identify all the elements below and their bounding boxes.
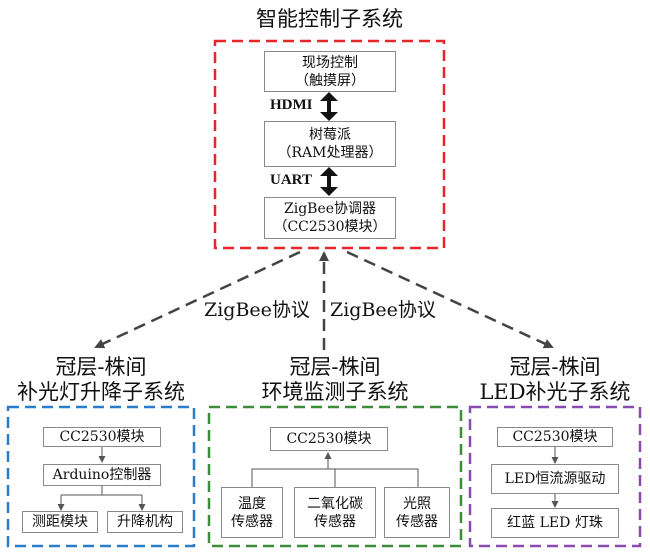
mid-frame [207, 405, 463, 548]
lift-mechanism-box: 升降机构 [107, 511, 183, 533]
protocol-label-left: ZigBee协议 [204, 299, 310, 321]
main-title: 智能控制子系统 [256, 7, 403, 31]
led-driver-box: LED恒流源驱动 [491, 464, 619, 494]
main-frame [213, 39, 446, 250]
co2-sensor-box: 二氧化碳 传感器 [294, 487, 376, 538]
uart-label: UART [270, 172, 312, 188]
left-title-line1: 冠层-株间 [55, 355, 147, 379]
hdmi-label: HDMI [270, 97, 313, 113]
ranging-module-box: 测距模块 [22, 511, 98, 533]
raspberry-pi-label: 树莓派 [309, 127, 351, 143]
temperature-sensor-box: 温度 传感器 [221, 487, 283, 538]
mid-branch [251, 468, 419, 487]
light-sensor-box: 光照 传感器 [384, 487, 450, 538]
right-cc2530-label: CC2530模块 [512, 429, 598, 445]
left-title-line2: 补光灯升降子系统 [17, 380, 185, 404]
light-sensor-label: 光照 [403, 495, 431, 512]
temperature-sensor-sub: 传感器 [231, 513, 273, 530]
coordinator-label: ZigBee协调器 [283, 201, 377, 217]
right-title-line2: LED补光子系统 [479, 380, 631, 404]
temperature-sensor-label: 温度 [238, 495, 266, 512]
coordinator-box: ZigBee协调器 （CC2530模块） [264, 197, 396, 239]
led-beads-label: 红蓝 LED 灯珠 [507, 515, 603, 531]
touchscreen-sub: （触摸屏） [295, 72, 365, 89]
coordinator-sub: （CC2530模块） [273, 219, 387, 235]
mid-title-line2: 环境监测子系统 [261, 380, 409, 404]
left-branch [61, 485, 142, 496]
right-frame [468, 405, 642, 548]
mid-cc2530-label: CC2530模块 [286, 431, 372, 447]
left-cc2530-box: CC2530模块 [43, 427, 161, 447]
light-sensor-sub: 传感器 [396, 513, 438, 530]
ranging-module-label: 测距模块 [32, 514, 88, 530]
right-title-line1: 冠层-株间 [509, 355, 601, 379]
co2-sensor-label: 二氧化碳 [307, 495, 363, 512]
mid-title-line1: 冠层-株间 [289, 355, 381, 379]
touchscreen-label: 现场控制 [302, 54, 358, 71]
protocol-label-right: ZigBee协议 [330, 299, 436, 321]
left-cc2530-label: CC2530模块 [59, 429, 145, 445]
left-frame [6, 405, 196, 548]
arduino-box: Arduino控制器 [43, 464, 161, 486]
right-cc2530-box: CC2530模块 [497, 427, 613, 447]
raspberry-pi-box: 树莓派 （RAM处理器） [264, 121, 396, 167]
co2-sensor-sub: 传感器 [314, 513, 356, 530]
hdmi-double-arrow [320, 92, 338, 121]
arduino-label: Arduino控制器 [52, 467, 152, 483]
uart-double-arrow [320, 167, 338, 196]
mid-cc2530-box: CC2530模块 [270, 427, 388, 451]
led-driver-label: LED恒流源驱动 [504, 471, 606, 487]
raspberry-pi-sub: （RAM处理器） [277, 145, 383, 161]
led-beads-box: 红蓝 LED 灯珠 [491, 508, 619, 538]
lift-mechanism-label: 升降机构 [117, 514, 173, 530]
touchscreen-box: 现场控制 （触摸屏） [264, 51, 396, 92]
